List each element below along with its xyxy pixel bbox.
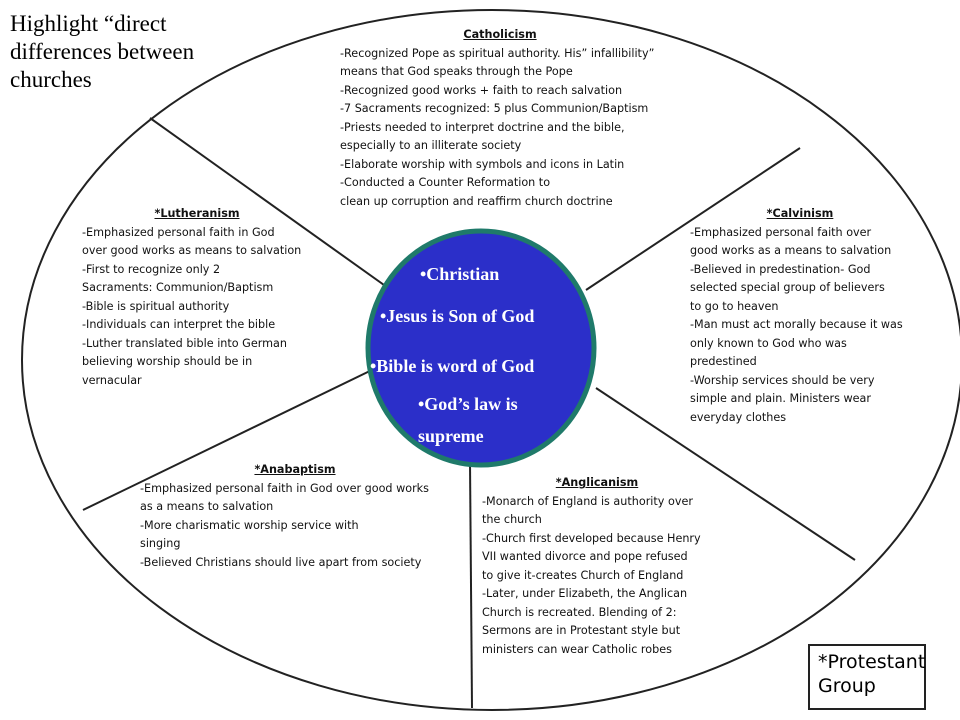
anabaptism-line: -Believed Christians should live apart f… bbox=[140, 555, 422, 569]
lutheranism-line: -Luther translated bible into German bbox=[82, 336, 287, 350]
anglicanism-line: -Monarch of England is authority over bbox=[482, 494, 693, 508]
belief-gods-law-line2: supreme bbox=[418, 426, 484, 446]
calvinism-line: only known to God who was bbox=[690, 336, 847, 350]
lutheranism-line: vernacular bbox=[82, 373, 142, 387]
belief-christian: •Christian bbox=[420, 264, 500, 284]
anglicanism-line: Sermons are in Protestant style but bbox=[482, 624, 681, 637]
catholicism-section: Catholicism -Recognized Pope as spiritua… bbox=[340, 26, 660, 211]
belief-gods-law-line1: •God’s law is bbox=[418, 394, 518, 414]
anabaptism-line: -More charismatic worship service with bbox=[140, 518, 359, 532]
anglicanism-line: -Later, under Elizabeth, the Anglican bbox=[482, 587, 688, 600]
calvinism-title: *Calvinism bbox=[766, 207, 834, 220]
lutheranism-section: *Lutheranism -Emphasized personal faith … bbox=[82, 205, 312, 390]
anabaptism-line: singing bbox=[140, 537, 181, 550]
lutheranism-line: -Bible is spiritual authority bbox=[82, 299, 230, 313]
catholicism-line: -Priests needed to interpret doctrine an… bbox=[340, 120, 625, 134]
anglicanism-line: ministers can wear Catholic robes bbox=[482, 642, 672, 656]
calvinism-line: to go to heaven bbox=[690, 299, 779, 313]
anglicanism-line: the church bbox=[482, 513, 542, 526]
anglicanism-line: Church is recreated. Blending of 2: bbox=[482, 605, 677, 619]
catholicism-line: -7 Sacraments recognized: 5 plus Communi… bbox=[340, 102, 649, 115]
anabaptism-section: *Anabaptism -Emphasized personal faith i… bbox=[140, 461, 450, 572]
catholicism-title: Catholicism bbox=[463, 28, 537, 41]
divider-right bbox=[595, 387, 856, 561]
catholicism-line: means that God speaks through the Pope bbox=[340, 65, 573, 78]
divider-left bbox=[82, 367, 377, 511]
highlight-note: Highlight “direct differences between ch… bbox=[10, 11, 195, 92]
belief-jesus-son-of-god: •Jesus is Son of God bbox=[380, 306, 535, 326]
center-circle bbox=[365, 228, 597, 468]
catholicism-line: -Recognized good works + faith to reach … bbox=[340, 83, 623, 97]
lutheranism-line: -Emphasized personal faith in God bbox=[82, 225, 275, 239]
catholicism-line: -Recognized Pope as spiritual authority.… bbox=[340, 46, 655, 60]
anabaptism-line: as a means to salvation bbox=[140, 500, 274, 513]
catholicism-line: clean up corruption and reaffirm church … bbox=[340, 194, 613, 208]
calvinism-section: *Calvinism -Emphasized personal faith ov… bbox=[690, 205, 910, 427]
anglicanism-title: *Anglicanism bbox=[555, 476, 639, 489]
catholicism-line: -Elaborate worship with symbols and icon… bbox=[340, 157, 625, 171]
belief-bible-word-of-god: •Bible is word of God bbox=[370, 356, 535, 376]
lutheranism-line: Sacraments: Communion/Baptism bbox=[82, 281, 274, 294]
calvinism-line: everyday clothes bbox=[690, 410, 787, 424]
lutheranism-title: *Lutheranism bbox=[154, 207, 240, 220]
calvinism-line: -Emphasized personal faith over bbox=[690, 225, 872, 239]
anabaptism-title: *Anabaptism bbox=[254, 463, 336, 476]
legend-line-2: Group bbox=[818, 675, 876, 697]
calvinism-line: -Worship services should be very bbox=[690, 373, 875, 387]
divider-top-left bbox=[149, 117, 399, 296]
lutheranism-line: -First to recognize only 2 bbox=[82, 262, 221, 276]
calvinism-line: predestined bbox=[690, 355, 757, 368]
lutheranism-line: over good works as means to salvation bbox=[82, 244, 302, 257]
calvinism-line: selected special group of believers bbox=[690, 281, 885, 294]
divider-bottom bbox=[469, 461, 473, 709]
anglicanism-line: to give it-creates Church of England bbox=[482, 568, 684, 582]
protestant-legend: *Protestant Group bbox=[808, 644, 926, 710]
anabaptism-line: -Emphasized personal faith in God over g… bbox=[140, 481, 429, 495]
calvinism-line: -Believed in predestination- God bbox=[690, 262, 871, 276]
calvinism-line: simple and plain. Ministers wear bbox=[690, 392, 871, 405]
catholicism-line: -Conducted a Counter Reformation to bbox=[340, 176, 551, 189]
calvinism-line: good works as a means to salvation bbox=[690, 244, 892, 257]
divider-top-right bbox=[585, 147, 801, 291]
lutheranism-line: believing worship should be in bbox=[82, 355, 253, 368]
anglicanism-line: VII wanted divorce and pope refused bbox=[482, 550, 688, 563]
calvinism-line: -Man must act morally because it was bbox=[690, 318, 903, 331]
anglicanism-section: *Anglicanism -Monarch of England is auth… bbox=[482, 474, 712, 659]
anglicanism-line: -Church first developed because Henry bbox=[482, 531, 701, 545]
center-beliefs: •Christian •Jesus is Son of God •Bible i… bbox=[366, 230, 596, 466]
lutheranism-line: -Individuals can interpret the bible bbox=[82, 318, 276, 331]
catholicism-line: especially to an illiterate society bbox=[340, 139, 522, 152]
legend-line-1: *Protestant bbox=[818, 651, 926, 673]
